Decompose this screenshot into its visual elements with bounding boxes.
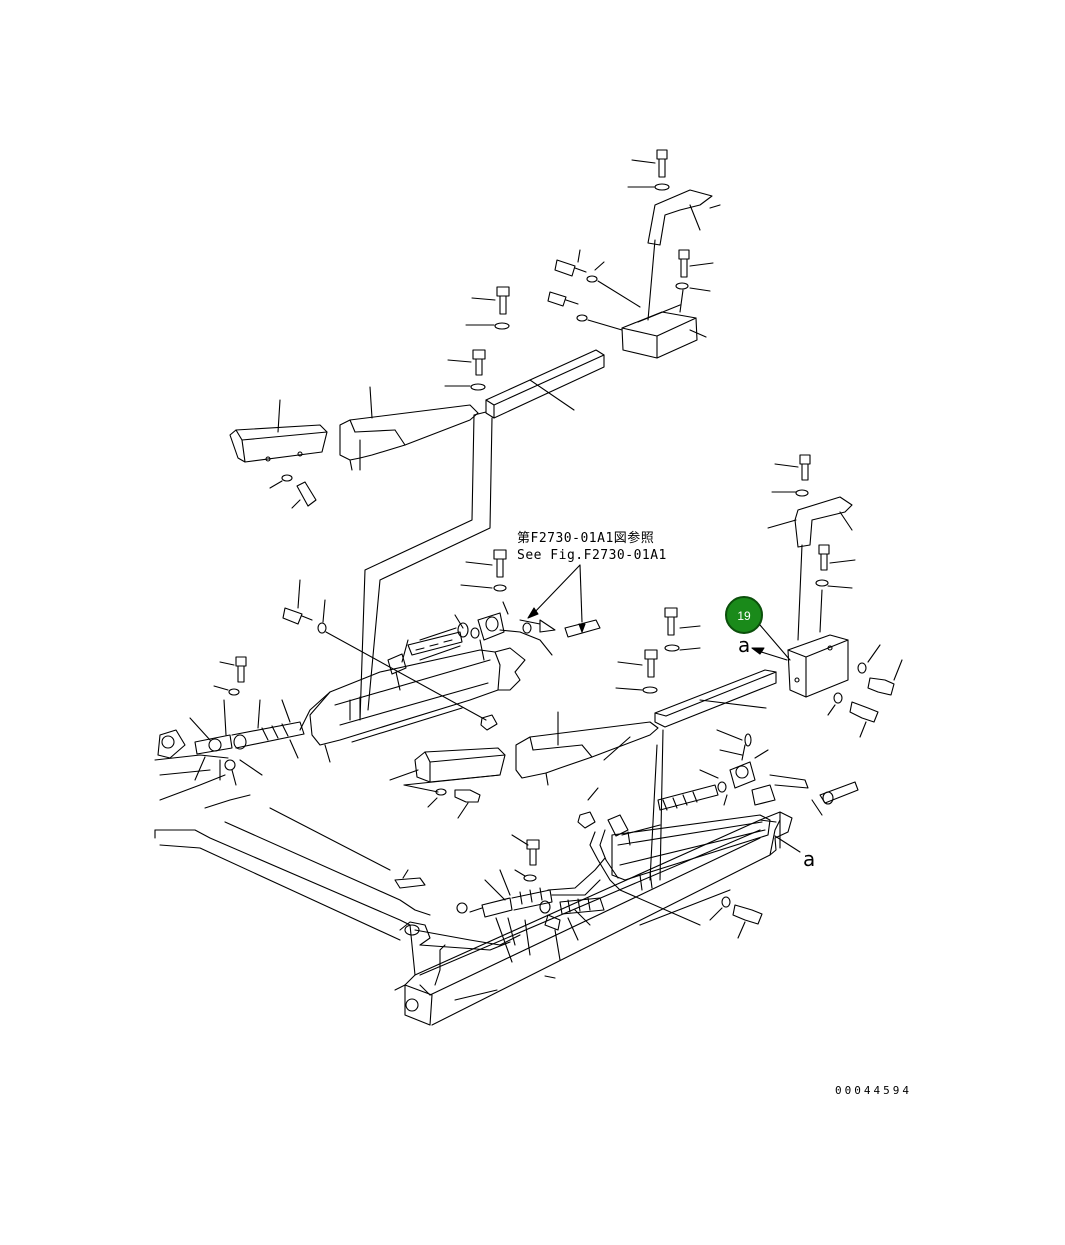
view-mark-lower: a xyxy=(803,847,815,871)
right-arm-rail xyxy=(577,729,859,939)
callout-19-number: 19 xyxy=(737,609,751,623)
left-fitting-cluster xyxy=(154,656,305,801)
lower-fitting-cluster xyxy=(399,834,606,963)
left-frame-rail xyxy=(299,647,526,763)
reference-note: 第F2730-01A1図参照 See Fig.F2730-01A1 xyxy=(517,530,667,633)
callout-19-badge[interactable] xyxy=(725,596,763,634)
upper-channel-assembly xyxy=(229,286,605,721)
left-cylinder-assembly xyxy=(282,549,601,731)
middle-channel-assembly xyxy=(389,607,777,881)
main-frame xyxy=(154,794,801,1026)
document-number: 00044594 xyxy=(835,1084,912,1097)
reference-note-jp: 第F2730-01A1図参照 xyxy=(517,530,654,546)
right-bracket-assembly xyxy=(751,454,903,738)
callout-19[interactable]: 19 xyxy=(725,596,791,661)
bolt-top xyxy=(631,149,668,178)
view-mark-upper: a xyxy=(738,633,750,657)
upper-bracket-assembly xyxy=(547,149,721,359)
reference-note-en: See Fig.F2730-01A1 xyxy=(517,548,667,563)
